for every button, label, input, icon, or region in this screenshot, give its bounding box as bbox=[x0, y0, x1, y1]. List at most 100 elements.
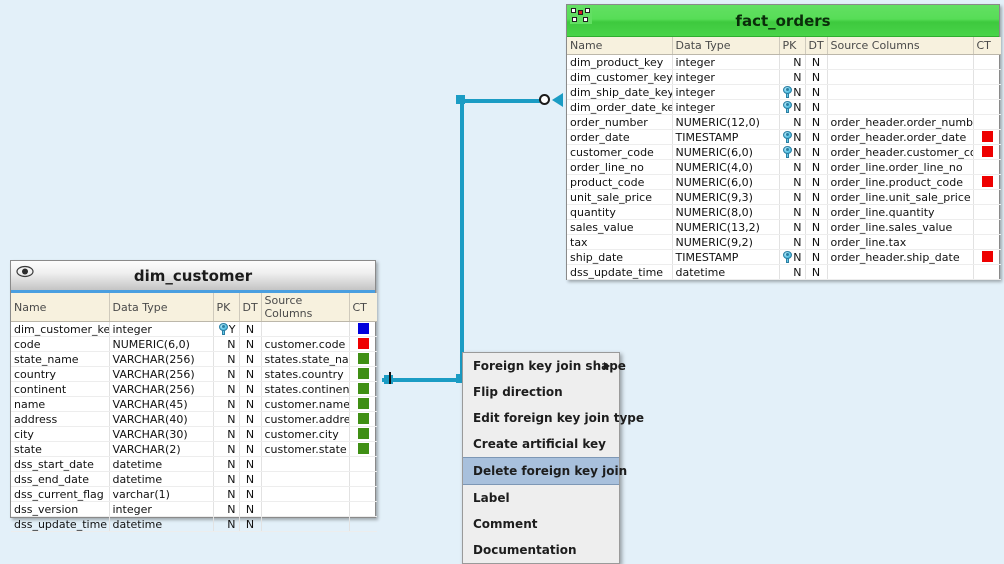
cell-ct bbox=[973, 114, 1001, 130]
connector-handle-bottom[interactable] bbox=[456, 374, 465, 383]
cell-ct bbox=[973, 129, 1001, 145]
cell-pk: N bbox=[213, 411, 240, 427]
column-header-source-columns[interactable]: Source Columns bbox=[261, 293, 350, 322]
connector-handle-left[interactable] bbox=[384, 375, 393, 384]
entity-header-fact-orders[interactable]: fact_orders bbox=[567, 5, 999, 37]
cell-name: dss_current_flag bbox=[11, 486, 110, 502]
entity-title-text: fact_orders bbox=[735, 11, 831, 30]
cell-dt: N bbox=[805, 99, 828, 115]
cell-source-columns bbox=[827, 54, 974, 70]
menu-item-label: Documentation bbox=[473, 543, 577, 557]
column-header-pk[interactable]: PK bbox=[779, 37, 806, 55]
menu-item-delete-foreign-key-join[interactable]: Delete foreign key join bbox=[463, 457, 627, 485]
cell-pk: N bbox=[779, 84, 806, 100]
menu-item-label[interactable]: Label bbox=[463, 485, 619, 511]
menu-item-flip-direction[interactable]: Flip direction bbox=[463, 379, 619, 405]
menu-item-label: Delete foreign key join bbox=[473, 464, 628, 478]
column-header-data-type[interactable]: Data Type bbox=[672, 37, 780, 55]
cell-pk: N bbox=[779, 189, 806, 205]
cell-source-columns: order_line.quantity bbox=[827, 204, 974, 220]
table-row[interactable]: state_nameVARCHAR(256)NNstates.state_nam… bbox=[11, 351, 377, 367]
cell-dt: N bbox=[805, 114, 828, 130]
color-tag-swatch bbox=[981, 250, 993, 262]
column-header-dt[interactable]: DT bbox=[239, 293, 262, 322]
menu-item-create-artificial-key[interactable]: Create artificial key bbox=[463, 431, 619, 457]
column-header-data-type[interactable]: Data Type bbox=[109, 293, 214, 322]
connector-handle-top[interactable] bbox=[456, 95, 465, 104]
cell-ct bbox=[349, 501, 377, 517]
column-header-name[interactable]: Name bbox=[11, 293, 110, 322]
cell-pk: N bbox=[213, 366, 240, 382]
connector-segment-vertical[interactable] bbox=[460, 101, 464, 381]
menu-item-edit-foreign-key-join-type[interactable]: Edit foreign key join type bbox=[463, 405, 644, 431]
column-header-name[interactable]: Name bbox=[567, 37, 673, 55]
cell-dt: N bbox=[805, 174, 828, 190]
column-header-pk[interactable]: PK bbox=[213, 293, 240, 322]
cell-data-type: NUMERIC(6,0) bbox=[109, 336, 214, 352]
cell-pk: N bbox=[779, 54, 806, 70]
menu-item-comment[interactable]: Comment bbox=[463, 511, 619, 537]
cell-dt: N bbox=[805, 129, 828, 145]
cell-name: order_line_no bbox=[567, 159, 673, 175]
cell-dt: N bbox=[805, 69, 828, 85]
entity-header-dim-customer[interactable]: dim_customer bbox=[11, 261, 375, 293]
column-header-ct[interactable]: CT bbox=[973, 37, 1001, 55]
cell-ct bbox=[349, 516, 377, 532]
cell-name: country bbox=[11, 366, 110, 382]
cell-source-columns: customer.code bbox=[261, 336, 350, 352]
color-tag-swatch bbox=[357, 442, 369, 454]
cell-dt: N bbox=[805, 234, 828, 250]
cell-data-type: NUMERIC(4,0) bbox=[672, 159, 780, 175]
connector-segment-top[interactable] bbox=[462, 99, 546, 103]
menu-item-foreign-key-join-shape[interactable]: Foreign key join shape bbox=[463, 353, 626, 379]
column-header-dt[interactable]: DT bbox=[805, 37, 828, 55]
cell-source-columns bbox=[261, 516, 350, 532]
connector-segment-bottom[interactable] bbox=[382, 378, 464, 382]
menu-item-documentation[interactable]: Documentation bbox=[463, 537, 619, 563]
cell-name: dim_customer_key bbox=[567, 69, 673, 85]
cell-data-type: VARCHAR(256) bbox=[109, 381, 214, 397]
column-header-ct[interactable]: CT bbox=[349, 293, 377, 322]
cell-name: unit_sale_price bbox=[567, 189, 673, 205]
cell-data-type: integer bbox=[109, 321, 214, 337]
cell-ct bbox=[349, 426, 377, 442]
column-header-source-columns[interactable]: Source Columns bbox=[827, 37, 974, 55]
cell-data-type: datetime bbox=[109, 471, 214, 487]
cell-data-type: NUMERIC(13,2) bbox=[672, 219, 780, 235]
